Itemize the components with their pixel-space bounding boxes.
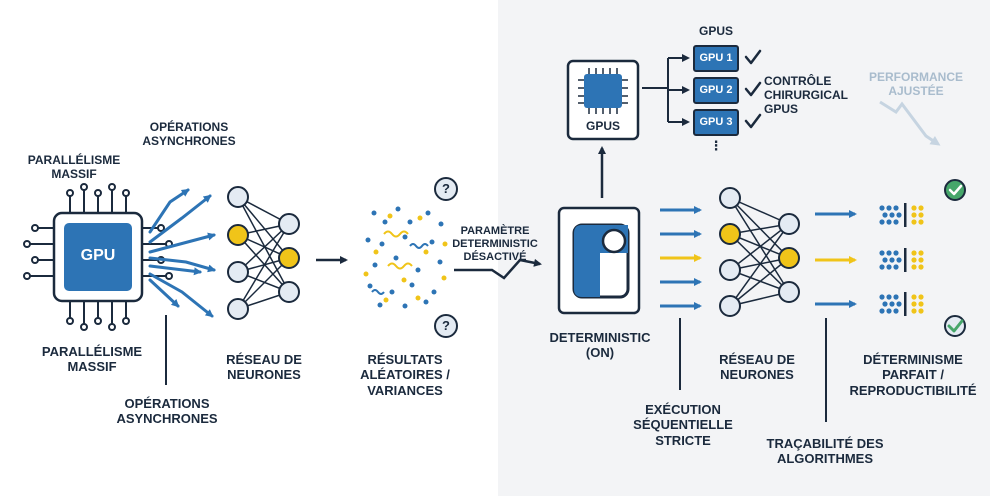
deterministic-param-label: PARAMÈTRE DETERMINISTIC DÉSACTIVÉ: [452, 225, 538, 263]
transition-arrow: [454, 258, 542, 280]
question-mark-bottom: ?: [442, 318, 450, 333]
neural-network-right: [719, 187, 800, 317]
gpu-1-label: GPU 1: [699, 52, 733, 64]
gpu-chip-icon: [23, 183, 173, 331]
neural-network-label-right: RÉSEAU DE NEURONES: [719, 352, 795, 383]
random-results-scatter-icon: [363, 206, 448, 309]
neural-network-left: [227, 186, 300, 320]
gpu-2-box: [693, 77, 739, 104]
gpu-3-label: GPU 3: [699, 116, 733, 128]
gpu-2-label: GPU 2: [699, 84, 733, 96]
ordered-output-icon: [879, 292, 924, 316]
async-label-bottom: OPÉRATIONS ASYNCHRONES: [116, 396, 218, 427]
sequential-label: EXÉCUTION SÉQUENTIELLE STRICTE: [633, 402, 733, 448]
sequential-arrows: [660, 206, 702, 310]
question-icon: [434, 314, 458, 338]
gpu-3-box: [693, 109, 739, 136]
gpus-chip-label: GPUS: [585, 119, 620, 133]
performance-label: PERFORMANCE AJUSTÉE: [868, 70, 963, 99]
check-circle-icon: [944, 179, 966, 201]
performance-arrow-icon: [879, 100, 941, 146]
neural-network-label-left: RÉSEAU DE NEURONES: [226, 352, 302, 383]
output-arrows: [815, 210, 857, 308]
question-mark-top: ?: [442, 181, 450, 196]
random-results-label: RÉSULTATS ALÉATOIRES / VARIANCES: [360, 352, 450, 398]
gpus-chip-icon: [566, 59, 640, 141]
gpu-1-box: [693, 45, 739, 72]
surgical-control-label: CONTRÔLE CHIRURGICAL GPUS: [764, 74, 848, 117]
check-icon: [744, 49, 762, 129]
ordered-output-icon: [879, 203, 924, 227]
deterministic-on-label: DETERMINISTIC (ON): [549, 330, 651, 361]
gpus-header: GPUS: [698, 24, 733, 38]
ordered-output-icon: [879, 248, 924, 272]
async-label-top: OPÉRATIONS ASYNCHRONES: [142, 120, 236, 149]
question-icon: [434, 177, 458, 201]
gpu-bracket: [642, 54, 690, 126]
check-circle-icon: [944, 315, 966, 337]
parallelism-label-bottom: PARALLÉLISME MASSIF: [41, 344, 143, 375]
parallelism-label-top: PARALLÉLISME MASSIF: [27, 153, 121, 182]
deterministic-toggle-icon: [557, 206, 641, 315]
gpu-chip-label: GPU: [80, 247, 116, 264]
gpu-more-icon: ⋮: [709, 138, 723, 153]
perfect-determinism-label: DÉTERMINISME PARFAIT / REPRODUCTIBILITÉ: [849, 352, 977, 398]
async-arrows: [148, 188, 216, 318]
traceability-label: TRAÇABILITÉ DES ALGORITHMES: [766, 436, 884, 467]
